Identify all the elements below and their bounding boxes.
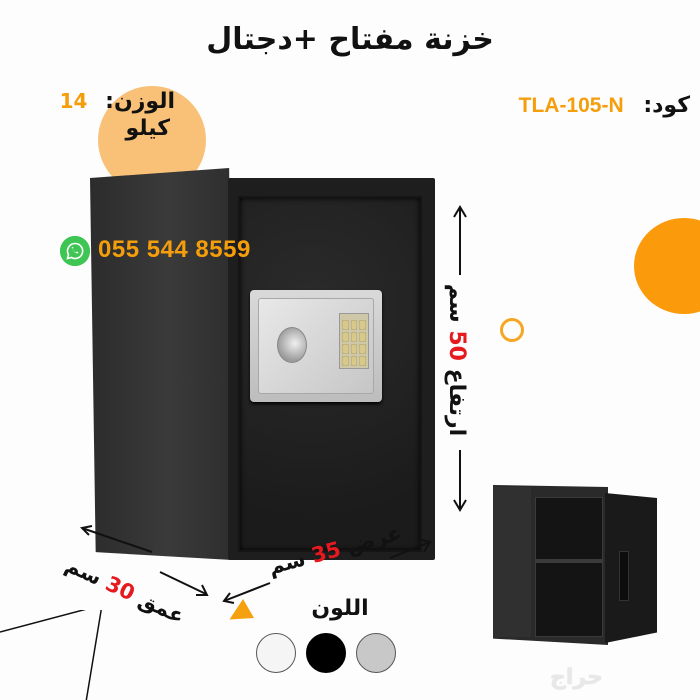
color-swatch-black[interactable]	[306, 633, 346, 673]
keypad-key	[359, 332, 366, 342]
height-value: 50	[444, 330, 469, 361]
color-title: اللون	[311, 596, 369, 621]
safe-product-image	[90, 168, 435, 560]
width-arrow-right-icon	[389, 538, 432, 559]
open-safe-bolt	[619, 551, 629, 601]
keypad-key	[342, 320, 349, 330]
height-text: ارتفاع	[444, 368, 469, 437]
keypad-key	[350, 356, 358, 366]
decorative-orange-ring	[500, 318, 524, 342]
width-arrow-left-icon	[222, 582, 271, 604]
open-safe-side	[493, 487, 531, 637]
keypad-key	[359, 344, 366, 354]
code-label: كود:	[643, 93, 690, 118]
weight-info: الوزن: 14	[40, 88, 175, 115]
keypad-key	[342, 332, 349, 342]
code-value: TLA-105-N	[518, 94, 624, 117]
weight-label: الوزن:	[105, 89, 175, 114]
decorative-triangle-outline	[0, 610, 102, 700]
keypad-key	[342, 344, 349, 354]
height-unit: سم	[444, 283, 469, 323]
keypad-key	[342, 356, 349, 366]
watermark-logo: حراج	[550, 665, 603, 690]
product-title: خزنة مفتاح +دجتال	[206, 22, 494, 57]
safe-lock-panel	[250, 290, 382, 402]
height-dimension: ارتفاع 50 سم	[440, 205, 480, 515]
safe-keypad	[339, 313, 369, 369]
open-safe-shelf	[535, 559, 603, 563]
keypad-key	[350, 332, 358, 342]
keypad-key	[350, 320, 358, 330]
arrow-up-icon	[453, 205, 467, 275]
depth-value: 30	[101, 571, 139, 606]
open-safe-door	[605, 493, 657, 643]
keypad-key	[359, 320, 366, 330]
depth-arrow-left-icon	[80, 525, 153, 553]
open-safe-interior	[535, 497, 603, 637]
lock-inner-plate	[258, 298, 374, 394]
whatsapp-icon	[60, 236, 90, 266]
weight-value: 14	[59, 89, 88, 113]
safe-side-panel	[90, 168, 232, 560]
arrow-down-icon	[453, 450, 467, 512]
phone-number[interactable]: 055 544 8559	[98, 236, 251, 263]
safe-knob	[277, 327, 307, 363]
color-swatch-gray[interactable]	[356, 633, 396, 673]
color-swatch-white[interactable]	[256, 633, 296, 673]
keypad-key	[350, 344, 358, 354]
open-safe-image	[493, 485, 663, 650]
depth-arrow-right-icon	[159, 571, 209, 596]
weight-unit: كيلو	[125, 116, 170, 141]
product-code: كود: TLA-105-N	[480, 93, 690, 118]
keypad-key	[359, 356, 366, 366]
decorative-orange-circle	[634, 218, 700, 314]
